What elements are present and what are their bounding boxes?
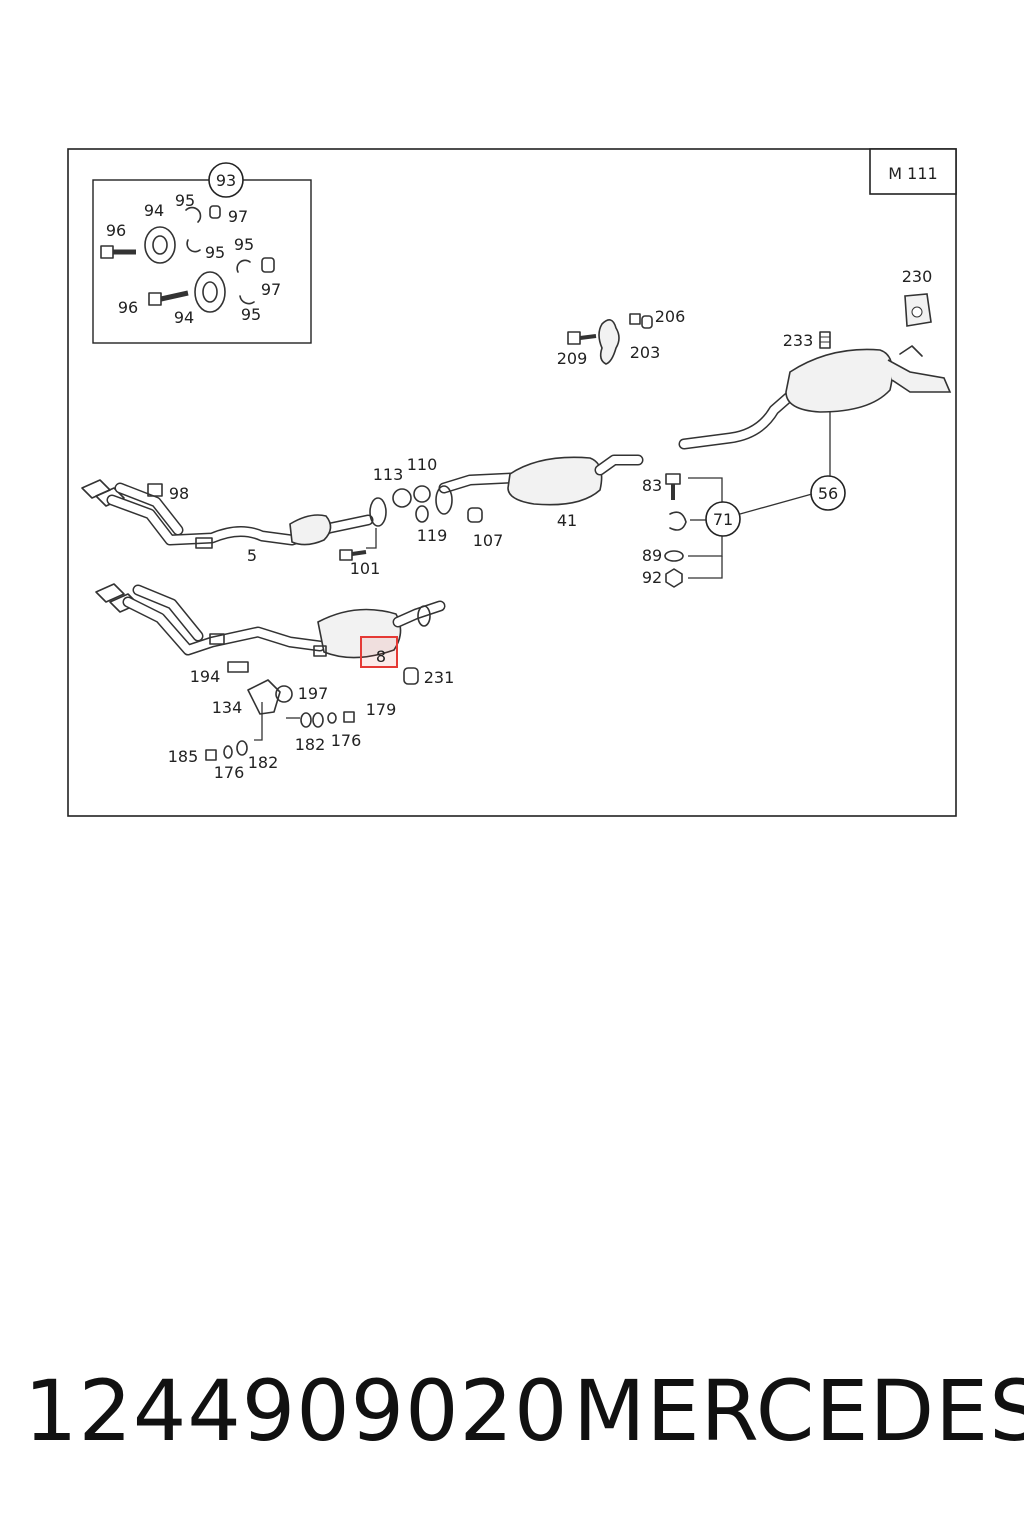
- bolt-icon: [100, 245, 136, 259]
- svg-text:83: 83: [642, 476, 662, 495]
- part-number: 1244909020: [24, 1362, 569, 1460]
- clamp-ring-icon: [144, 226, 176, 264]
- clamp-ring-icon: [194, 271, 226, 313]
- svg-text:176: 176: [331, 731, 362, 750]
- svg-text:94: 94: [174, 308, 194, 327]
- svg-text:113: 113: [373, 465, 404, 484]
- svg-text:209: 209: [557, 349, 588, 368]
- svg-text:41: 41: [557, 511, 577, 530]
- clamp-detail-inset: 93 96 94 95 97 95 95: [92, 162, 312, 344]
- svg-text:71: 71: [713, 510, 733, 529]
- svg-text:230: 230: [902, 267, 933, 286]
- svg-text:5: 5: [247, 546, 257, 565]
- svg-text:94: 94: [144, 201, 164, 220]
- middle-muffler-41: 41: [435, 454, 644, 530]
- engine-tag: M 111: [869, 148, 957, 195]
- svg-text:56: 56: [818, 484, 838, 503]
- svg-text:96: 96: [106, 221, 126, 240]
- part-8-highlight[interactable]: [360, 636, 398, 668]
- svg-text:182: 182: [248, 753, 279, 772]
- svg-text:134: 134: [212, 698, 243, 717]
- svg-text:97: 97: [228, 207, 248, 226]
- part-caption: 1244909020 MERCEDES: [0, 1362, 1024, 1472]
- svg-text:M 111: M 111: [888, 164, 937, 183]
- svg-text:179: 179: [366, 700, 397, 719]
- clamp-half-icon: [185, 205, 221, 253]
- brand-name: MERCEDES: [573, 1362, 1024, 1460]
- bolt-icon: [148, 290, 189, 306]
- diagram-frame: [67, 148, 957, 817]
- svg-text:93: 93: [216, 171, 236, 190]
- svg-text:95: 95: [241, 305, 261, 324]
- svg-text:96: 96: [118, 298, 138, 317]
- svg-text:203: 203: [630, 343, 661, 362]
- svg-text:95: 95: [175, 191, 195, 210]
- svg-text:194: 194: [190, 667, 221, 686]
- svg-text:101: 101: [350, 559, 381, 578]
- svg-text:182: 182: [295, 735, 326, 754]
- svg-text:197: 197: [298, 684, 329, 703]
- svg-text:110: 110: [407, 455, 438, 474]
- mounting-hardware: 194 231 197 134 179 182 176 185 176 182: [168, 661, 455, 782]
- bracket-203: 206 209 203: [557, 307, 686, 368]
- svg-text:92: 92: [642, 568, 662, 587]
- svg-text:95: 95: [205, 243, 225, 262]
- svg-text:119: 119: [417, 526, 448, 545]
- svg-text:8: 8: [376, 647, 386, 666]
- flange-fittings: 113 110 119 107 101: [339, 455, 504, 578]
- svg-text:233: 233: [783, 331, 814, 350]
- svg-text:231: 231: [424, 668, 455, 687]
- catalytic-converter-assembly-8: 8: [95, 583, 446, 668]
- stopper-233: 233: [783, 331, 831, 350]
- rear-muffler: 56: [678, 345, 952, 511]
- svg-text:185: 185: [168, 747, 199, 766]
- svg-text:95: 95: [234, 235, 254, 254]
- clamp-kit-71: 71 83 89 92: [642, 473, 813, 588]
- exhaust-system-diagram: M 111 93 96 94 95 97 95 95: [67, 148, 957, 817]
- clamp-half-icon: [236, 257, 275, 305]
- svg-text:97: 97: [261, 280, 281, 299]
- svg-text:98: 98: [169, 484, 189, 503]
- rubber-hanger-230: 230: [902, 267, 933, 327]
- svg-text:89: 89: [642, 546, 662, 565]
- svg-text:107: 107: [473, 531, 504, 550]
- front-pipe-assembly-5: 98 5: [81, 479, 374, 565]
- svg-text:206: 206: [655, 307, 686, 326]
- svg-text:176: 176: [214, 763, 245, 782]
